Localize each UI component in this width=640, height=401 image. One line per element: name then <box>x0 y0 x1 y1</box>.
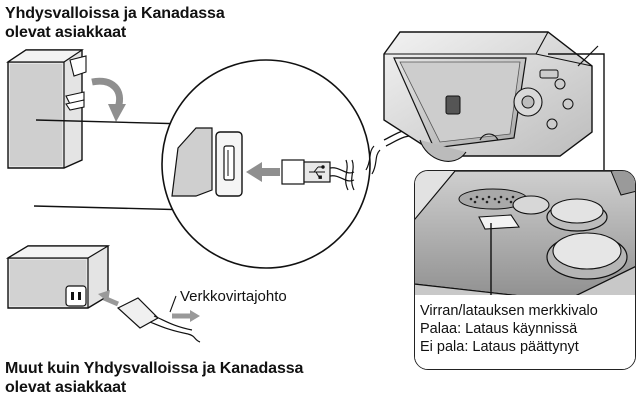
usb-magnifier <box>161 59 371 269</box>
usb-symbol-icon <box>309 165 325 179</box>
indicator-legend: Virran/latauksen merkkivalo Palaa: Latau… <box>420 302 598 356</box>
camera <box>383 31 599 162</box>
indicator-lamp <box>478 214 520 230</box>
curved-arrow-icon <box>91 77 126 122</box>
insert-arrow-icon <box>246 162 280 182</box>
label-us-canada-line1: Yhdysvalloissa ja Kanadassa <box>5 5 225 22</box>
label-us-canada-line2: olevat asiakkaat <box>5 24 127 41</box>
label-other-line2: olevat asiakkaat <box>5 379 127 396</box>
indicator-closeup <box>414 170 636 370</box>
indicator-lit: Palaa: Lataus käynnissä <box>420 321 578 337</box>
label-other-countries: Muut kuin Yhdysvalloissa ja Kanadassa ol… <box>5 359 303 397</box>
label-other-line1: Muut kuin Yhdysvalloissa ja Kanadassa <box>5 360 304 377</box>
indicator-title: Virran/latauksen merkkivalo <box>420 303 598 319</box>
cable-break <box>365 145 381 175</box>
camera-callout-line <box>548 53 605 170</box>
power-cord <box>98 290 201 343</box>
wall-adapter-other <box>5 245 111 309</box>
label-power-cord: Verkkovirtajohto <box>180 288 287 305</box>
indicator-closeup-drawing <box>415 171 635 369</box>
wall-adapter-us <box>6 49 87 169</box>
indicator-unlit: Ei pala: Lataus päättynyt <box>420 339 579 355</box>
callout-lines <box>33 119 193 211</box>
label-us-canada: Yhdysvalloissa ja Kanadassa olevat asiak… <box>5 4 225 42</box>
